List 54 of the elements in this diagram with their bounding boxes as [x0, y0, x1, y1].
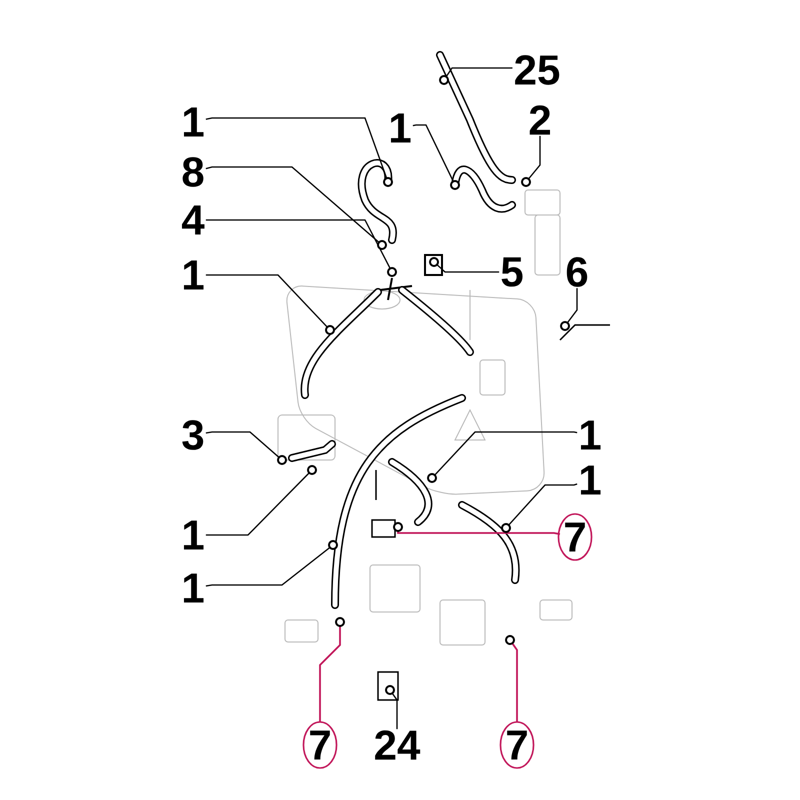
callout-number: 1: [390, 114, 411, 142]
leader-line: [512, 642, 518, 722]
leader-line: [412, 124, 454, 182]
hose-end: [335, 617, 345, 627]
leader-line: [206, 547, 330, 587]
leader-line: [508, 483, 578, 526]
hose-end: [427, 473, 437, 483]
hose-end: [450, 180, 460, 190]
callout-number: 3: [182, 420, 204, 450]
leader-line: [528, 136, 541, 180]
hose-end: [377, 240, 387, 250]
leader-line: [206, 472, 310, 536]
hose-end: [277, 455, 287, 465]
callout-number: 1: [580, 466, 601, 494]
hose-end: [429, 257, 439, 267]
hose-end: [521, 177, 531, 187]
hose-end: [393, 522, 403, 532]
leader-line: [206, 431, 280, 458]
leader-line: [206, 117, 388, 178]
callout-number: 4: [182, 206, 204, 234]
callout-number: 8: [182, 157, 204, 187]
callout-number: 6: [566, 257, 588, 287]
callout-number: 7: [302, 721, 338, 769]
leader-line: [436, 264, 500, 273]
hose-end: [325, 325, 335, 335]
callout-number: 1: [184, 574, 204, 602]
leader-line: [567, 288, 578, 324]
callout-number: 1: [580, 420, 601, 450]
leader-line: [397, 531, 560, 536]
callout-number: 7: [558, 513, 592, 561]
callout-number: 24: [375, 730, 420, 760]
hose-end: [501, 523, 511, 533]
callout-number: 25: [515, 55, 560, 85]
callout-number: 2: [530, 105, 550, 135]
leader-line: [446, 67, 513, 77]
leader-line: [206, 166, 380, 243]
hose-end: [439, 75, 449, 85]
leader-line: [319, 626, 341, 722]
hose-end: [328, 540, 338, 550]
leader-line: [206, 274, 328, 328]
callout-number: 1: [184, 108, 204, 136]
callout-number: 1: [184, 520, 204, 550]
hose-end: [387, 267, 397, 277]
leader-line: [434, 431, 578, 476]
hose-end: [307, 465, 317, 475]
hose-end: [505, 635, 515, 645]
callout-number: 5: [502, 257, 523, 287]
hose-end: [383, 177, 393, 187]
hose-end: [560, 321, 570, 331]
leader-line: [206, 219, 391, 269]
callout-number: 7: [500, 721, 534, 769]
leader-line: [392, 693, 398, 730]
hose-end: [385, 685, 395, 695]
callout-number: 1: [184, 260, 204, 290]
